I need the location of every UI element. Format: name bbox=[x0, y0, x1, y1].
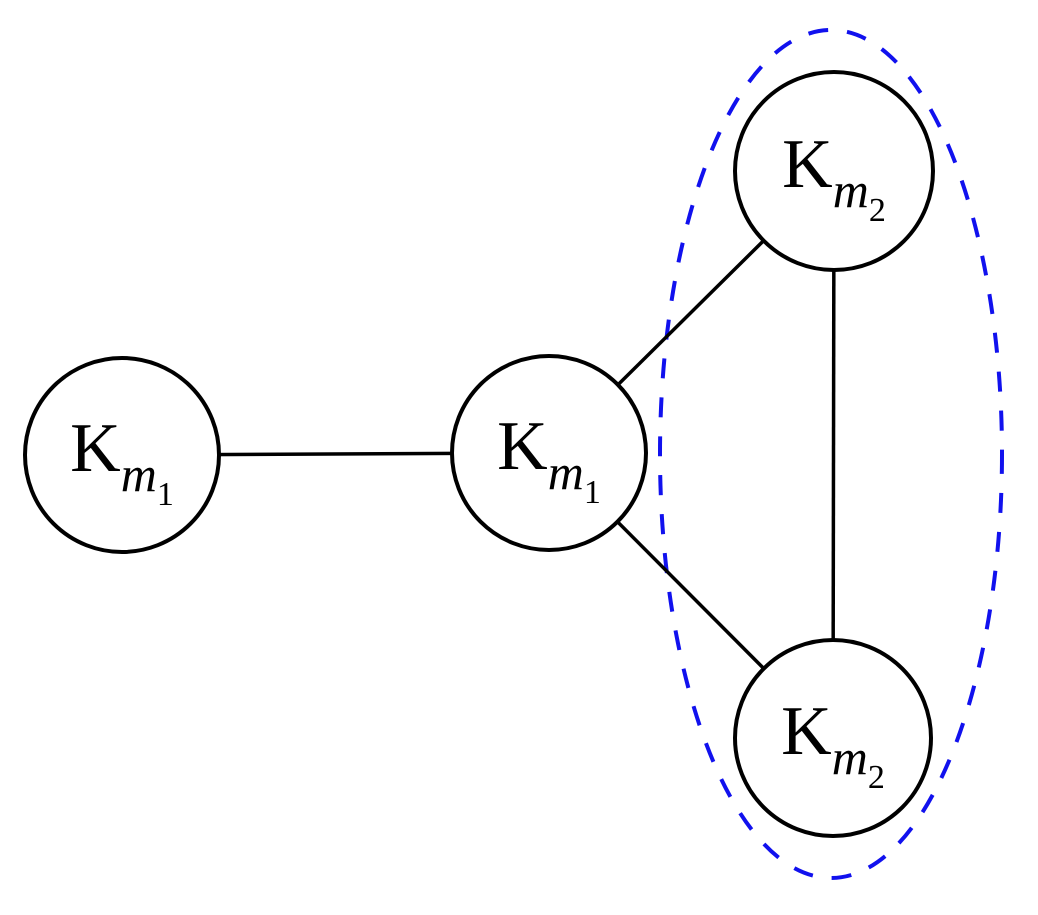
node-label-subsub: 1 bbox=[584, 474, 601, 511]
node-circle-km1-left bbox=[23, 356, 221, 554]
node-label-subsub: 2 bbox=[868, 759, 885, 796]
node-circle-km2-top bbox=[733, 70, 935, 272]
node-label-main: K bbox=[781, 693, 832, 770]
node-label-km1-center: Km1 bbox=[497, 408, 601, 511]
node-label-sub: m bbox=[121, 446, 157, 502]
node-label-main: K bbox=[70, 410, 121, 487]
node-label-sub: m bbox=[832, 729, 868, 785]
node-label-km2-top: Km2 bbox=[782, 126, 886, 229]
node-label-sub: m bbox=[833, 162, 869, 218]
node-label-main: K bbox=[782, 126, 833, 203]
node-label-km2-bottom: Km2 bbox=[781, 693, 885, 796]
node-label-sub: m bbox=[548, 444, 584, 500]
node-circle-km2-bottom bbox=[733, 638, 933, 838]
node-label-subsub: 1 bbox=[157, 476, 174, 513]
node-circle-km1-center bbox=[450, 354, 648, 552]
node-label-main: K bbox=[497, 408, 548, 485]
group-ellipse bbox=[658, 28, 1004, 880]
node-label-km1-left: Km1 bbox=[70, 410, 174, 513]
node-label-subsub: 2 bbox=[869, 192, 886, 229]
